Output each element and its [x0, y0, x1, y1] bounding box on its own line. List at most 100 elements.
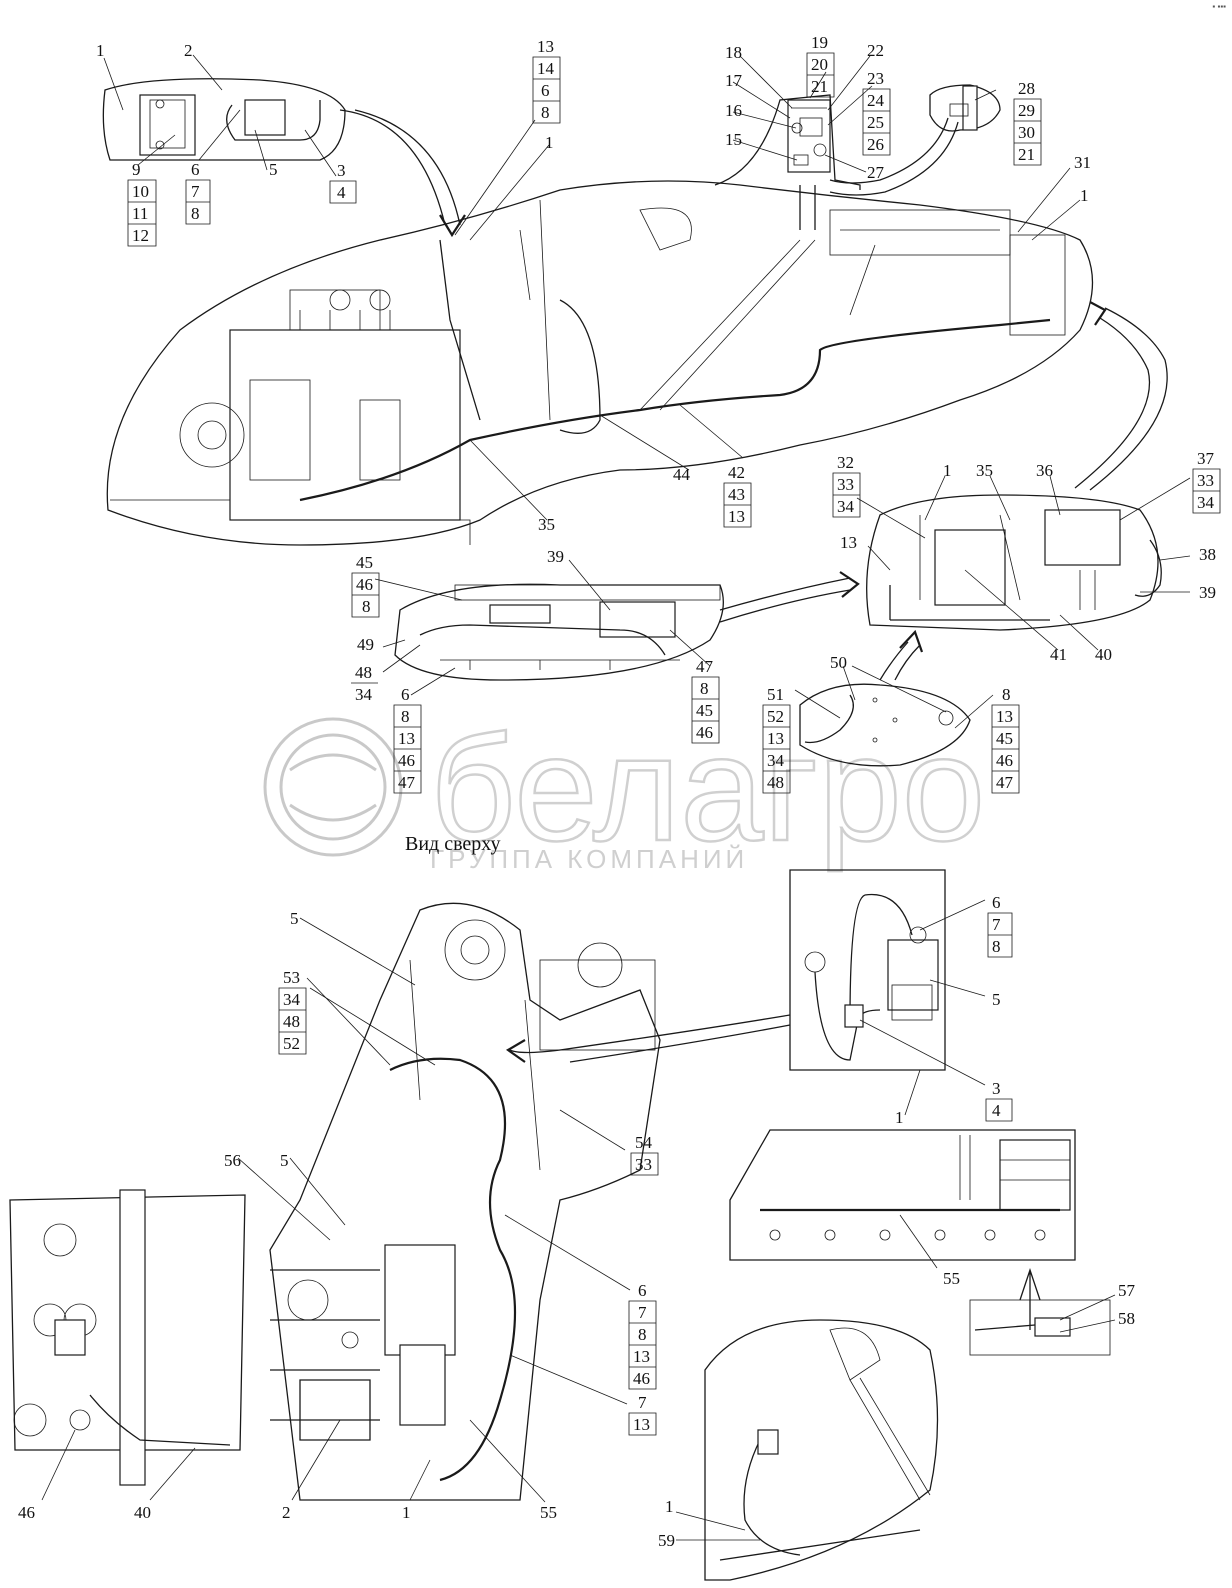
- callout-24: 1: [943, 461, 952, 480]
- callout-52: 7 13: [628, 1393, 657, 1436]
- callout-59-line-1: 1: [402, 1503, 411, 1522]
- callout-27: 37 33 34: [1192, 449, 1221, 514]
- callout-33-line-1: 45: [356, 553, 373, 572]
- callout-17-line-4: 21: [1018, 145, 1035, 164]
- callout-15-line-4: 26: [867, 135, 884, 154]
- callout-6-line-3: 11: [132, 204, 148, 223]
- callout-35-line-1: 49: [357, 635, 374, 654]
- callout-24-line-1: 1: [943, 461, 952, 480]
- callout-56: 46: [18, 1503, 35, 1522]
- leader-lines: [41, 54, 1191, 1541]
- callout-54: 57: [1118, 1281, 1136, 1300]
- callout-4: 5: [269, 160, 278, 179]
- callout-40-line-4: 34: [767, 751, 785, 770]
- callout-49-line-1: 56: [224, 1151, 241, 1170]
- callout-27-line-3: 34: [1197, 493, 1215, 512]
- callout-39: 50: [830, 653, 847, 672]
- callout-23-line-2: 33: [837, 475, 854, 494]
- callout-16: 27: [867, 163, 885, 182]
- callout-46-line-2: 4: [992, 1101, 1001, 1120]
- callout-labels: 1 2 3 4 5 6 7 8 9 10 11 12 13 14 6: [18, 33, 1221, 1550]
- callout-43-line-4: 52: [283, 1034, 300, 1053]
- callout-47-line-1: 1: [895, 1108, 904, 1127]
- main-view-arrows: [339, 109, 1168, 491]
- callout-36: 48 34: [351, 663, 378, 704]
- detail-grommet-top-right: [829, 84, 1001, 196]
- callout-43: 53 34 48 52: [278, 968, 307, 1055]
- callout-10: 17: [725, 71, 743, 90]
- callout-25-line-1: 35: [976, 461, 993, 480]
- callout-41: 8 13 45 46 47: [991, 685, 1020, 794]
- watermark-tagline: ГРУППА КОМПАНИЙ: [430, 844, 748, 874]
- callout-53: 55: [943, 1269, 960, 1288]
- callout-55-line-1: 58: [1118, 1309, 1135, 1328]
- callout-37-line-2: 8: [401, 707, 410, 726]
- callout-21: 42 43 13: [723, 463, 752, 528]
- callout-11: 16: [725, 101, 742, 120]
- callout-50-line-1: 5: [280, 1151, 289, 1170]
- callout-14: 22: [867, 41, 884, 60]
- watermark: белагро ГРУППА КОМПАНИЙ: [263, 703, 986, 874]
- callout-41-line-1: 8: [1002, 685, 1011, 704]
- callout-27-line-1: 37: [1197, 449, 1215, 468]
- callout-6-line-2: 10: [132, 182, 149, 201]
- callout-5-line-1: 6: [191, 160, 200, 179]
- callout-52-line-2: 13: [633, 1415, 650, 1434]
- callout-6-line-4: 12: [132, 226, 149, 245]
- callout-42-line-1: 5: [290, 909, 299, 928]
- callout-4-line-1: 5: [269, 160, 278, 179]
- callout-40-line-3: 13: [767, 729, 784, 748]
- callout-54-line-1: 57: [1118, 1281, 1136, 1300]
- callout-9-line-1: 18: [725, 43, 742, 62]
- callout-17-line-2: 29: [1018, 101, 1035, 120]
- callout-1: 1: [96, 41, 105, 60]
- callout-45-line-1: 5: [992, 990, 1001, 1009]
- callout-34-line-1: 39: [547, 547, 564, 566]
- callout-62-line-1: 59: [658, 1531, 675, 1550]
- callout-46: 3 4: [985, 1079, 1013, 1122]
- callout-10-line-1: 17: [725, 71, 743, 90]
- callout-31: 41: [1050, 645, 1067, 664]
- callout-31-line-1: 41: [1050, 645, 1067, 664]
- callout-29: 38: [1199, 545, 1216, 564]
- detail-pedal-area: [704, 1319, 939, 1581]
- callout-56-line-1: 46: [18, 1503, 35, 1522]
- callout-22-line-1: 35: [538, 515, 555, 534]
- callout-23-line-3: 34: [837, 497, 855, 516]
- callout-30: 39: [1199, 583, 1216, 602]
- callout-17-line-1: 28: [1018, 79, 1035, 98]
- callout-13-line-3: 21: [811, 77, 828, 96]
- callout-26-line-1: 36: [1036, 461, 1053, 480]
- callout-48-line-2: 33: [635, 1155, 652, 1174]
- callout-39-line-1: 50: [830, 653, 847, 672]
- callout-32: 40: [1095, 645, 1112, 664]
- callout-37-line-1: 6: [401, 685, 410, 704]
- callout-61: 1: [665, 1497, 674, 1516]
- callout-3-line-1: 3: [337, 161, 346, 180]
- callout-7-line-2: 14: [537, 59, 555, 78]
- callout-14-line-1: 22: [867, 41, 884, 60]
- callout-51: 6 7 8 13 46: [628, 1281, 657, 1390]
- callout-30-line-1: 39: [1199, 583, 1216, 602]
- detail-bracket: [799, 629, 971, 767]
- callout-7-line-4: 8: [541, 103, 550, 122]
- callout-8: 1: [545, 133, 554, 152]
- callout-34: 39: [547, 547, 564, 566]
- callout-57: 40: [134, 1503, 151, 1522]
- callout-44-line-3: 8: [992, 937, 1001, 956]
- callout-5: 6 7 8: [185, 160, 211, 225]
- callout-43-line-2: 34: [283, 990, 301, 1009]
- callout-37-line-3: 13: [398, 729, 415, 748]
- main-view-outline: [106, 180, 1094, 546]
- callout-61-line-1: 1: [665, 1497, 674, 1516]
- callout-43-line-1: 53: [283, 968, 300, 987]
- callout-3: 3 4: [329, 161, 357, 204]
- callout-2: 2: [184, 41, 193, 60]
- callout-53-line-1: 55: [943, 1269, 960, 1288]
- callout-13-line-2: 20: [811, 55, 828, 74]
- callout-52-line-1: 7: [638, 1393, 647, 1412]
- detail-hose-grommet: [505, 869, 946, 1071]
- callout-6: 9 10 11 12: [127, 160, 157, 247]
- callout-37-line-4: 46: [398, 751, 415, 770]
